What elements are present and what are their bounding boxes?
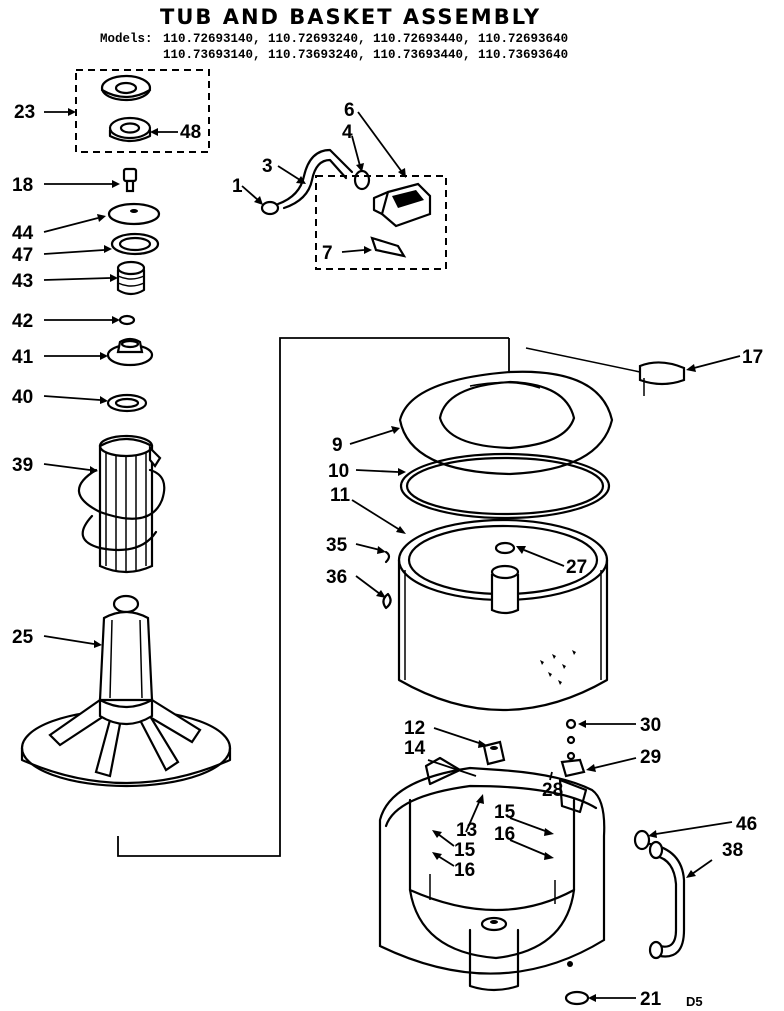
callout-28: 28	[542, 780, 563, 801]
callout-6: 6	[344, 100, 355, 121]
callout-46: 46	[736, 814, 757, 835]
group-box-6	[315, 175, 447, 270]
callout-39: 39	[12, 455, 33, 476]
callout-25: 25	[12, 627, 34, 648]
part-spring-43	[116, 260, 146, 296]
part-clamp-46	[633, 829, 651, 851]
callout-7: 7	[322, 243, 333, 264]
part-auger-39	[77, 434, 166, 574]
callout-16-left: 16	[454, 860, 475, 881]
part-pump-6	[372, 182, 432, 228]
part-gasket-10	[399, 452, 611, 520]
part-ring-40	[106, 393, 148, 413]
part-basket-11	[397, 518, 609, 712]
part-switch-17	[525, 347, 686, 396]
part-hose-3	[276, 148, 354, 210]
callout-9: 9	[332, 435, 343, 456]
part-bolt-18	[122, 167, 138, 193]
callout-14: 14	[404, 738, 426, 759]
part-clamp-1	[260, 200, 280, 216]
part-cap-23	[100, 74, 152, 102]
part-hinge-29	[560, 758, 586, 778]
part-grommet-21	[564, 990, 590, 1006]
callout-1: 1	[232, 176, 243, 197]
callout-27: 27	[566, 557, 587, 578]
callout-29: 29	[640, 747, 661, 768]
diagram-title: TUB AND BASKET ASSEMBLY	[160, 5, 541, 29]
callout-44: 44	[12, 223, 34, 244]
callout-36: 36	[326, 567, 347, 588]
callout-4: 4	[342, 122, 353, 143]
part-ring-47	[110, 232, 160, 256]
group-box-23	[75, 69, 210, 153]
callout-15-right: 15	[494, 802, 516, 823]
callout-23: 23	[14, 102, 35, 123]
callout-12: 12	[404, 718, 425, 739]
callout-13: 13	[456, 820, 477, 841]
part-washer-30	[565, 718, 577, 761]
part-outer-tub-14	[378, 756, 606, 992]
models-line-2: 110.73693140, 110.73693240, 110.73693440…	[163, 48, 568, 62]
callout-10: 10	[328, 461, 349, 482]
callout-47: 47	[12, 245, 33, 266]
part-ring-48	[108, 116, 152, 143]
callout-38: 38	[722, 840, 743, 861]
callout-11: 11	[330, 485, 351, 506]
leader-lines	[43, 108, 741, 1002]
callout-30: 30	[640, 715, 661, 736]
callout-15-left: 15	[454, 840, 476, 861]
part-disc-44	[107, 202, 161, 226]
part-clip-42	[118, 314, 136, 326]
callout-21: 21	[640, 989, 662, 1010]
callout-16-right: 16	[494, 824, 515, 845]
callout-41: 41	[12, 347, 34, 368]
part-tub-cover-9	[398, 370, 614, 476]
part-bracket-7	[370, 236, 407, 258]
callout-48: 48	[180, 122, 201, 143]
callout-40: 40	[12, 387, 33, 408]
page-mark: D5	[686, 994, 703, 1009]
callout-43: 43	[12, 271, 33, 292]
part-hose-38	[648, 840, 686, 960]
models-label: Models:	[100, 32, 153, 46]
part-clip-35	[384, 550, 391, 564]
callout-17: 17	[742, 347, 763, 368]
part-clamp-4	[353, 169, 371, 191]
callout-42: 42	[12, 311, 33, 332]
callout-18: 18	[12, 175, 33, 196]
callout-35: 35	[326, 535, 348, 556]
models-line-1: 110.72693140, 110.72693240, 110.72693440…	[163, 32, 568, 46]
callout-3: 3	[262, 156, 273, 177]
assembly-connector-line	[117, 337, 509, 857]
part-nut-12	[482, 740, 506, 766]
part-agitator-25	[20, 594, 232, 788]
part-cam-41	[106, 337, 154, 367]
